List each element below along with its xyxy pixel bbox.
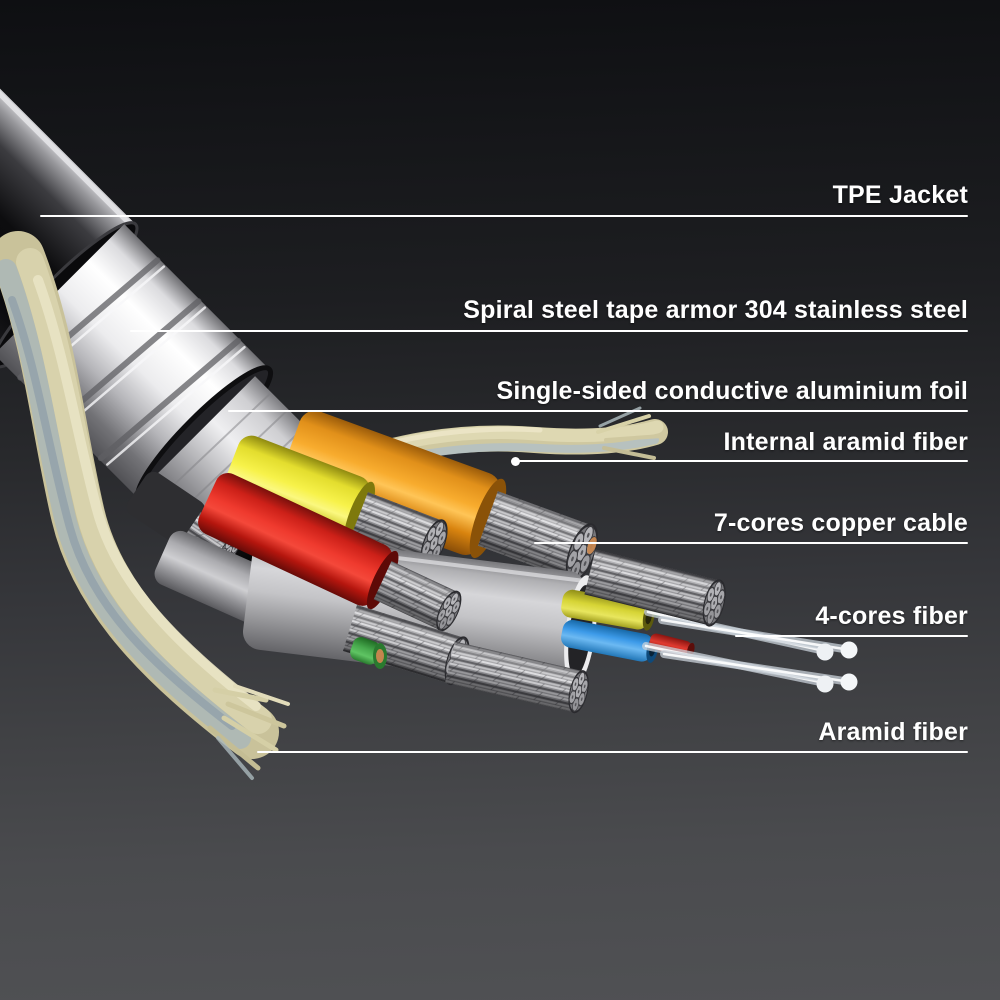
fiber-tip (816, 643, 834, 661)
leader-line-aramid-fiber (257, 751, 968, 753)
copper-strand-cable-top (584, 549, 731, 629)
copper-wire-red (198, 472, 467, 635)
label-aramid-fiber: Aramid fiber (818, 718, 968, 746)
label-four-cores-fiber: 4-cores fiber (815, 602, 968, 630)
copper-wire-orange (280, 410, 605, 586)
label-internal-aramid-fiber: Internal aramid fiber (723, 428, 968, 456)
leader-line-spiral-steel-armor (130, 330, 968, 332)
aramid-bundle (0, 231, 290, 780)
leader-dot-internal-aramid-fiber (511, 457, 520, 466)
copper-strand-cable-a (342, 605, 475, 688)
optical-fibers (642, 608, 858, 693)
label-spiral-steel-armor: Spiral steel tape armor 304 stainless st… (463, 296, 968, 324)
leader-line-copper-cable (534, 542, 968, 544)
leader-line-aluminium-foil (228, 410, 968, 412)
fiber-tip (840, 673, 858, 691)
leader-line-four-cores-fiber (735, 635, 968, 637)
leader-line-tpe-jacket (40, 215, 968, 217)
leader-line-internal-aramid-fiber (514, 460, 968, 462)
label-tpe-jacket: TPE Jacket (832, 181, 968, 209)
copper-wire-yellow (221, 435, 454, 571)
fiber-tip (816, 675, 834, 693)
green-ground-wire (350, 636, 387, 669)
fiber-tip (840, 641, 858, 659)
copper-strand-cable-b (445, 641, 593, 716)
label-copper-cable: 7-cores copper cable (713, 509, 968, 537)
label-aluminium-foil: Single-sided conductive aluminium foil (496, 377, 968, 405)
